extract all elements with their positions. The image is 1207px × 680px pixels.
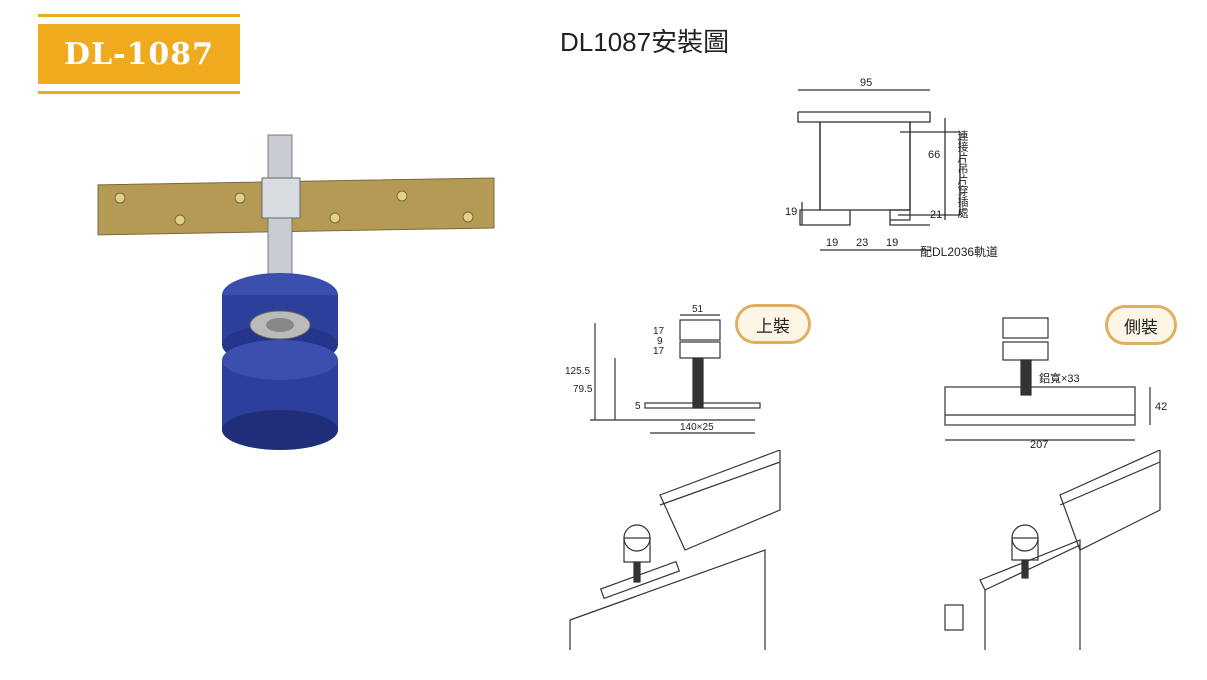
divider [38, 14, 240, 17]
note-vertical: 連接片吊片穿插處 [956, 129, 969, 219]
model-badge: DL-1087 [38, 14, 240, 94]
top-mount-drawing: 51 17 9 17 125.5 79.5 5 140×25 [565, 304, 761, 434]
dim-bottom-gap: 23 [856, 237, 868, 249]
top-mount-illustration [569, 450, 781, 650]
dim-bottom-left: 19 [826, 237, 838, 249]
divider [38, 91, 240, 94]
dim-alu-width: 鋁寬×33 [1039, 371, 1080, 385]
dim-mid: 79.5 [573, 384, 593, 395]
dim-plate: 140×25 [680, 422, 714, 433]
track-note: 配DL2036軌道 [920, 244, 998, 259]
dim-h3: 17 [653, 346, 665, 357]
side-mount-illustration [944, 450, 1161, 650]
dim-width: 51 [692, 304, 704, 315]
dim-height: 66 [928, 149, 940, 161]
dim-bottom-right: 19 [886, 237, 898, 249]
dim-total: 125.5 [565, 366, 590, 377]
track-profile-drawing: 95 66 21 19 19 23 19 連接片吊片穿插處 配DL2036軌道 [785, 77, 998, 259]
dim-h1: 17 [653, 326, 665, 337]
model-label: DL-1087 [38, 24, 240, 84]
dim-lower: 21 [930, 209, 942, 221]
page-title: DL1087安裝圖 [560, 27, 730, 57]
dim-h2: 9 [657, 336, 663, 347]
top-mount-label: 上裝 [735, 304, 811, 344]
dim-side: 19 [785, 206, 797, 218]
dim-width: 95 [860, 77, 872, 89]
side-mount-label: 側裝 [1105, 305, 1177, 345]
side-mount-drawing: 鋁寬×33 42 207 [944, 317, 1167, 450]
dim-length: 207 [1030, 439, 1048, 450]
product-image [97, 134, 495, 450]
dim-height: 42 [1155, 401, 1167, 413]
dim-plate-thickness: 5 [635, 401, 641, 412]
